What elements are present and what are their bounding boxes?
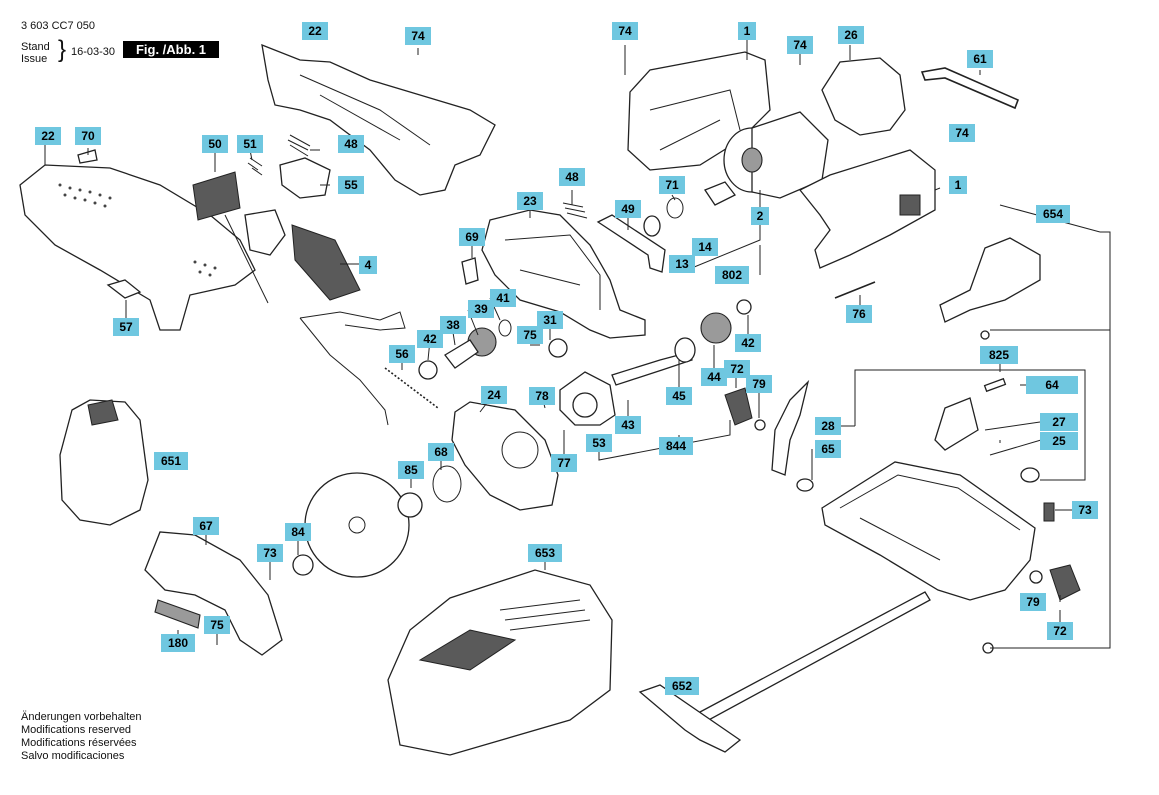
callout-41: 41	[490, 289, 516, 307]
callout-22: 22	[302, 22, 328, 40]
issue-date: 16-03-30	[71, 46, 116, 58]
callout-68: 68	[428, 443, 454, 461]
callout-44: 44	[701, 368, 727, 386]
callout-24: 24	[481, 386, 507, 404]
callout-55: 55	[338, 176, 364, 194]
document-number: 3 603 CC7 050	[21, 20, 95, 32]
callout-61: 61	[967, 50, 993, 68]
callout-74: 74	[612, 22, 638, 40]
callout-53: 53	[586, 434, 612, 452]
callout-42: 42	[735, 334, 761, 352]
callout-69: 69	[459, 228, 485, 246]
issue-label: Issue	[21, 53, 48, 65]
callout-77: 77	[551, 454, 577, 472]
callout-75: 75	[517, 326, 543, 344]
callout-39: 39	[468, 300, 494, 318]
callout-74: 74	[405, 27, 431, 45]
callout-75: 75	[204, 616, 230, 634]
callout-76: 76	[846, 305, 872, 323]
callout-844: 844	[659, 437, 693, 455]
callout-802: 802	[715, 266, 749, 284]
callout-73: 73	[257, 544, 283, 562]
footer-line-en: Modifications reserved	[21, 724, 132, 736]
callout-84: 84	[285, 523, 311, 541]
footer-line-es: Salvo modificaciones	[21, 750, 125, 762]
callout-25: 25	[1040, 432, 1078, 450]
callout-653: 653	[528, 544, 562, 562]
callout-51: 51	[237, 135, 263, 153]
callout-14: 14	[692, 238, 718, 256]
callout-825: 825	[980, 346, 1018, 364]
callout-1: 1	[949, 176, 967, 194]
callout-70: 70	[75, 127, 101, 145]
callout-180: 180	[161, 634, 195, 652]
callout-13: 13	[669, 255, 695, 273]
callout-1: 1	[738, 22, 756, 40]
callout-85: 85	[398, 461, 424, 479]
callout-71: 71	[659, 176, 685, 194]
callout-74: 74	[949, 124, 975, 142]
callout-72: 72	[724, 360, 750, 378]
callout-49: 49	[615, 200, 641, 218]
callout-48: 48	[338, 135, 364, 153]
callout-78: 78	[529, 387, 555, 405]
callout-50: 50	[202, 135, 228, 153]
callout-26: 26	[838, 26, 864, 44]
callout-4: 4	[359, 256, 377, 274]
callout-79: 79	[746, 375, 772, 393]
footer-line-de: Änderungen vorbehalten	[21, 711, 142, 723]
callout-48: 48	[559, 168, 585, 186]
callout-56: 56	[389, 345, 415, 363]
callout-67: 67	[193, 517, 219, 535]
callout-79: 79	[1020, 593, 1046, 611]
brace-icon: }	[58, 36, 67, 63]
callout-74: 74	[787, 36, 813, 54]
figure-label: Fig. /Abb. 1	[123, 41, 219, 58]
callout-27: 27	[1040, 413, 1078, 431]
footer-line-fr: Modifications réservées	[21, 737, 137, 749]
callout-38: 38	[440, 316, 466, 334]
callout-57: 57	[113, 318, 139, 336]
callout-2: 2	[751, 207, 769, 225]
stand-label: Stand	[21, 41, 50, 53]
callout-73: 73	[1072, 501, 1098, 519]
callout-45: 45	[666, 387, 692, 405]
footer-notice: Änderungen vorbehalten Modifications res…	[21, 711, 141, 763]
callout-22: 22	[35, 127, 61, 145]
callout-65: 65	[815, 440, 841, 458]
callout-43: 43	[615, 416, 641, 434]
callout-654: 654	[1036, 205, 1070, 223]
callout-23: 23	[517, 192, 543, 210]
callout-64: 64	[1026, 376, 1078, 394]
callout-31: 31	[537, 311, 563, 329]
callout-42: 42	[417, 330, 443, 348]
callout-72: 72	[1047, 622, 1073, 640]
callout-652: 652	[665, 677, 699, 695]
callout-651: 651	[154, 452, 188, 470]
callout-28: 28	[815, 417, 841, 435]
